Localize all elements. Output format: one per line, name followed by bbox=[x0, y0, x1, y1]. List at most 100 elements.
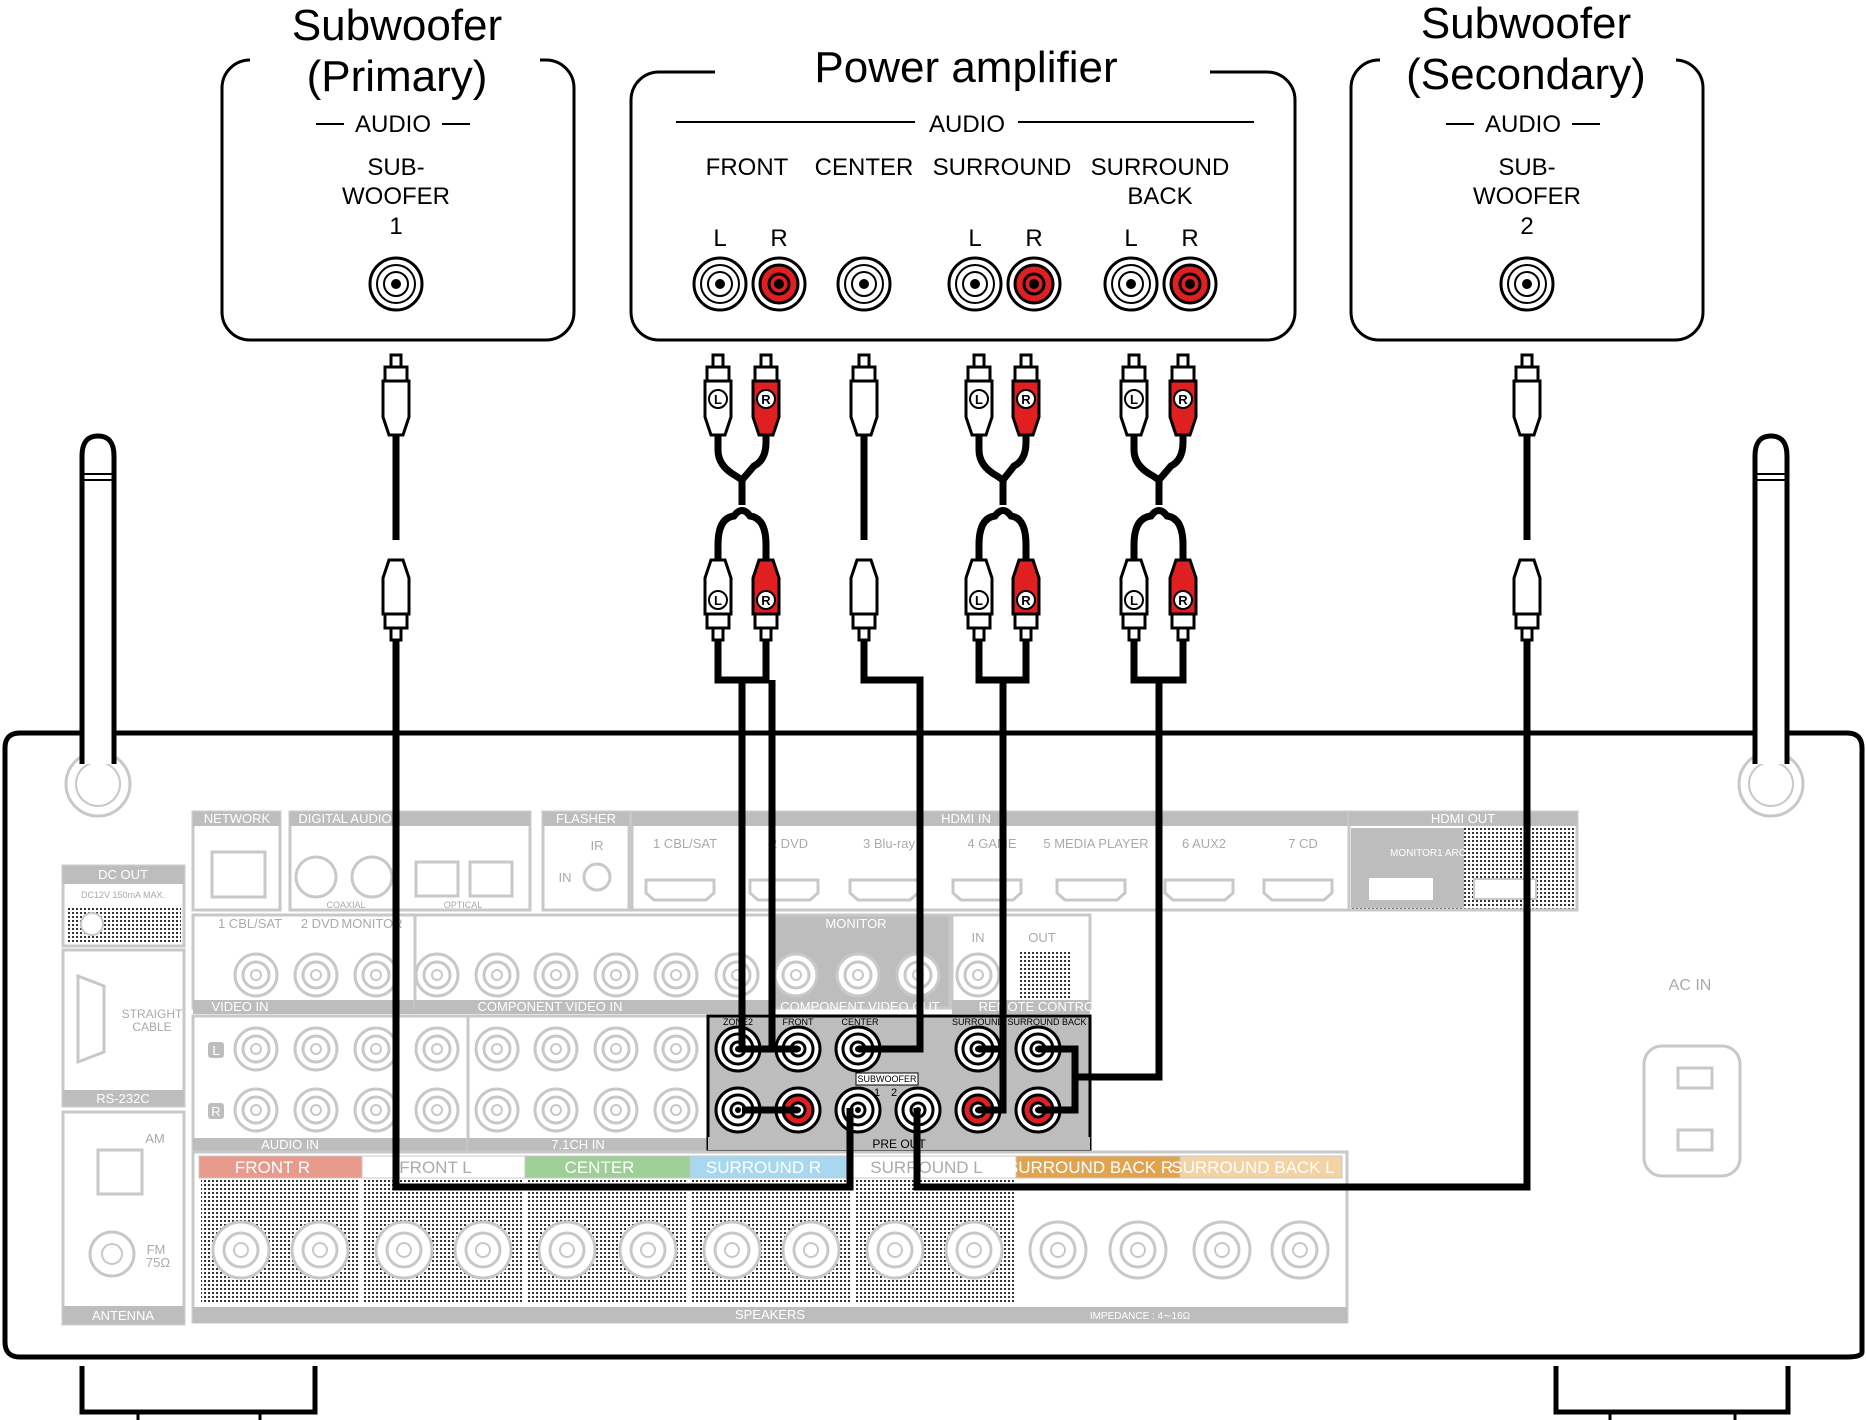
rca-plug bbox=[1512, 353, 1542, 437]
plug-mark: L bbox=[1130, 392, 1138, 407]
video-in-2: 2 DVD bbox=[301, 916, 339, 931]
rca-jack bbox=[414, 1026, 460, 1072]
cable-run bbox=[1038, 640, 1187, 1114]
plug-mark: R bbox=[761, 392, 771, 407]
plug-mark: L bbox=[714, 392, 722, 407]
speaker-terminal bbox=[618, 1220, 678, 1280]
cable-run bbox=[392, 640, 854, 1191]
av-receiver: DC OUT DC12V 150mA MAX. STRAIGHT CABLE R… bbox=[2, 433, 1865, 1420]
monitor-label: MONITOR bbox=[825, 916, 886, 931]
impedance-label: IMPEDANCE : 4∼16Ω bbox=[1090, 1311, 1191, 1322]
pre-out-zone2: ZONE2 bbox=[723, 1017, 753, 1027]
amp-rca-jack bbox=[1006, 256, 1062, 312]
speaker-terminal bbox=[290, 1220, 350, 1280]
plug-mark: L bbox=[714, 593, 722, 608]
flasher-label: FLASHER bbox=[556, 811, 616, 826]
digital-audio-label: DIGITAL AUDIO bbox=[298, 811, 391, 826]
in-label: IN bbox=[559, 870, 572, 885]
rca-jack bbox=[653, 952, 699, 998]
speaker-band-label: FRONT L bbox=[399, 1158, 471, 1177]
rca-jack bbox=[593, 952, 639, 998]
plug-mark: R bbox=[1021, 593, 1031, 608]
cable-run bbox=[714, 640, 798, 1114]
hdmi-port bbox=[748, 878, 820, 902]
speaker-terminal bbox=[1108, 1220, 1168, 1280]
subwoofer-primary-title2: (Primary) bbox=[307, 52, 488, 101]
fm-label: FM bbox=[147, 1242, 166, 1257]
speaker-band-label: SURROUND R bbox=[706, 1158, 821, 1177]
rca-jack bbox=[593, 1087, 639, 1133]
sub2-line3: 2 bbox=[1520, 213, 1533, 240]
audio-in-label: AUDIO IN bbox=[261, 1137, 319, 1152]
pre-out-sw1: 1 bbox=[874, 1087, 880, 1099]
left-antenna bbox=[64, 433, 132, 818]
amp-left-mark: L bbox=[713, 225, 726, 252]
sub1-line2: WOOFER bbox=[342, 183, 450, 210]
hdmi-out-panel: HDMI OUT MONITOR1 ARC bbox=[1347, 810, 1579, 912]
rca-plug bbox=[381, 558, 411, 642]
speaker-band-label: FRONT R bbox=[235, 1158, 310, 1177]
pre-out-front: FRONT bbox=[783, 1017, 814, 1027]
speaker-terminal bbox=[1270, 1220, 1330, 1280]
speaker-terminal bbox=[702, 1220, 762, 1280]
sub2-section-label: AUDIO bbox=[1485, 111, 1561, 138]
optical-label: OPTICAL bbox=[444, 900, 483, 910]
component-video-in-label: COMPONENT VIDEO IN bbox=[478, 999, 623, 1014]
coaxial-label: COAXIAL bbox=[326, 900, 365, 910]
sub2-line2: WOOFER bbox=[1473, 183, 1581, 210]
hdmi-in-1: 1 CBL/SAT bbox=[653, 836, 717, 851]
speaker-terminal bbox=[781, 1220, 841, 1280]
cable-run bbox=[975, 432, 1030, 485]
antenna-panel: AM FM 75Ω ANTENNA bbox=[61, 1110, 186, 1326]
speakers-label: SPEAKERS bbox=[735, 1307, 805, 1322]
component-video-panel: COMPONENT VIDEO IN bbox=[413, 913, 772, 1014]
hdmi-out-monitor1: MONITOR1 ARC bbox=[1390, 848, 1466, 859]
rca-plug: R bbox=[1168, 558, 1198, 642]
hdmi-in-4: 4 GAME bbox=[967, 836, 1016, 851]
plug-mark: L bbox=[975, 392, 983, 407]
plug-mark: R bbox=[1021, 392, 1031, 407]
rca-jack bbox=[653, 1087, 699, 1133]
subwoofer-secondary-device: Subwoofer (Secondary) AUDIO SUB- WOOFER … bbox=[1349, 0, 1705, 342]
hdmi-in-6: 6 AUX2 bbox=[1182, 836, 1226, 851]
rca-jack bbox=[533, 1026, 579, 1072]
dc-out-label: DC OUT bbox=[98, 867, 148, 882]
amp-rca-jack bbox=[692, 256, 748, 312]
am-label: AM bbox=[145, 1131, 165, 1146]
rca-jack bbox=[474, 1087, 520, 1133]
rca-jack bbox=[414, 1087, 460, 1133]
speaker-terminal bbox=[1028, 1220, 1088, 1280]
amp-channel-surround: SURROUND bbox=[933, 154, 1072, 181]
rca-plug: R bbox=[751, 353, 781, 437]
amp-rca-jack bbox=[1103, 256, 1159, 312]
fm-ohm-label: 75Ω bbox=[146, 1255, 170, 1270]
rca-jack bbox=[293, 952, 339, 998]
plug-mark: L bbox=[975, 593, 983, 608]
subwoofer-primary-title1: Subwoofer bbox=[292, 1, 502, 50]
plug-mark: R bbox=[1178, 392, 1188, 407]
hdmi-port bbox=[1163, 878, 1235, 902]
subwoofer-secondary-title2: (Secondary) bbox=[1406, 50, 1646, 99]
rca-jack bbox=[233, 1087, 279, 1133]
rca-plug: L bbox=[964, 558, 994, 642]
hdmi-port bbox=[644, 878, 716, 902]
rca-plug: R bbox=[1168, 353, 1198, 437]
rca-plug bbox=[849, 353, 879, 437]
cable-run bbox=[858, 640, 924, 1053]
sub1-rca-jack bbox=[368, 256, 424, 312]
rca-jack bbox=[593, 1026, 639, 1072]
sub1-line1: SUB- bbox=[367, 154, 424, 181]
hdmi-in-7: 7 CD bbox=[1288, 836, 1318, 851]
rca-jack bbox=[353, 1087, 399, 1133]
power-amplifier-title: Power amplifier bbox=[814, 43, 1117, 92]
rca-jack bbox=[233, 952, 279, 998]
audio-in-L: L bbox=[212, 1043, 219, 1058]
rca-jack bbox=[353, 1026, 399, 1072]
rca-plug: R bbox=[1011, 353, 1041, 437]
sub1-line3: 1 bbox=[389, 213, 402, 240]
power-amplifier-device: Power amplifier AUDIO FRONT CENTER SURRO… bbox=[629, 43, 1297, 342]
plug-mark: R bbox=[761, 593, 771, 608]
rca-plug bbox=[381, 353, 411, 437]
